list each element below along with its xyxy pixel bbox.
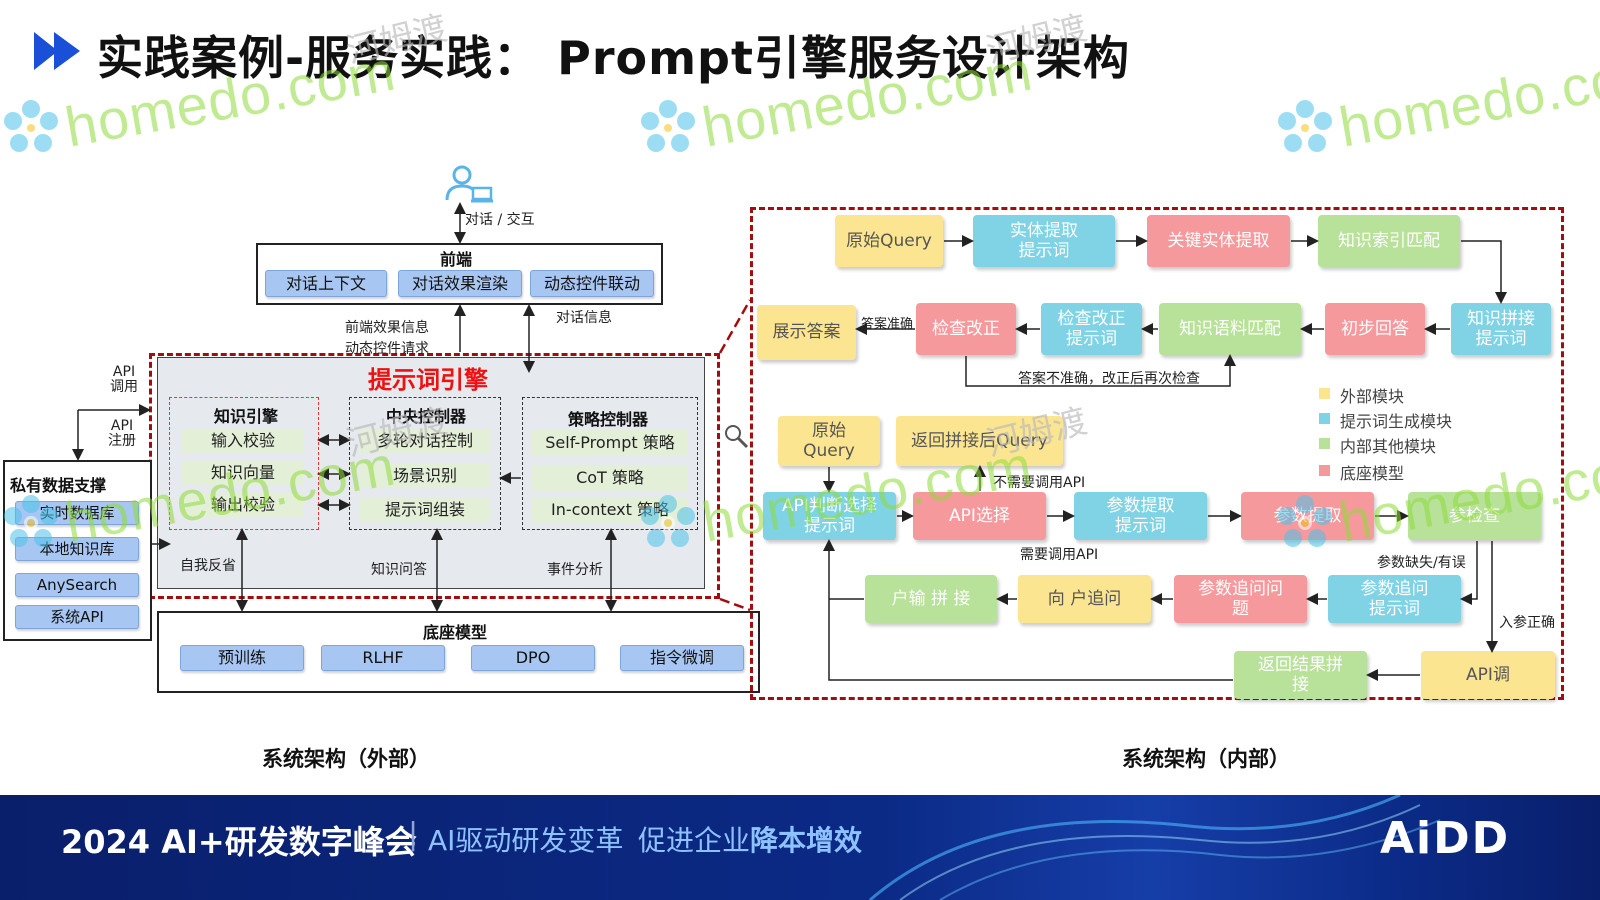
page-title: 实践案例-服务实践： Prompt引擎服务设计架构 <box>97 31 1130 85</box>
footer-banner: 2024 AI+研发数字峰会 | AI驱动研发变革 促进企业 降本增效 AiDD <box>0 795 1600 900</box>
flow-raw-query: 原始Query <box>835 215 943 267</box>
flow-param-check: 参检查 <box>1408 492 1541 540</box>
homedo-flower-icon <box>641 99 695 152</box>
magnifier-icon <box>725 425 749 449</box>
frontend-title: 前端 <box>440 250 473 269</box>
base-item-rlhf: RLHF <box>321 645 445 671</box>
flow-entity-prompt: 实体提取 提示词 <box>973 215 1115 267</box>
self-reflect-label: 自我反省 <box>180 558 236 574</box>
knowledge-item-output-check: 输出校验 <box>182 493 304 517</box>
dialog-info-label: 对话信息 <box>556 310 612 326</box>
strategy-item-self-prompt: Self-Prompt 策略 <box>532 430 688 456</box>
base-item-instruct-tune: 指令微调 <box>620 645 744 671</box>
flow-return-splice-query: 返回拼接后Query <box>896 416 1063 466</box>
private-item-system-api: 系统API <box>15 605 139 629</box>
footer-separator: | <box>408 817 419 852</box>
flow-return-result: 返回结果拼 接 <box>1234 651 1367 699</box>
private-data-title: 私有数据支撑 <box>10 476 107 495</box>
flow-key-entity-extract: 关键实体提取 <box>1147 215 1290 267</box>
knowledge-item-vector: 知识向量 <box>182 461 304 485</box>
knowledge-engine-title: 知识引擎 <box>214 407 279 426</box>
strategy-item-in-context: In-context 策略 <box>532 497 688 523</box>
footer-slogan-a: AI驱动研发变革 <box>428 824 624 857</box>
footer-logo: AiDD <box>1380 813 1511 864</box>
legend-swatch-internal <box>1319 438 1330 449</box>
central-controller-title: 中央控制器 <box>386 407 467 426</box>
flow-raw-query-2: 原始 Query <box>778 416 880 466</box>
flow-ask-user: 向 户追问 <box>1018 575 1151 623</box>
flow-api-judge-prompt: API判断选择 提示词 <box>763 492 896 540</box>
legend-external: 外部模块 <box>1340 387 1405 406</box>
central-item-scene: 场景识别 <box>360 464 490 488</box>
flow-corpus-match: 知识语料匹配 <box>1159 303 1301 355</box>
frontend-item-context: 对话上下文 <box>265 270 387 297</box>
answer-incorrect-label: 答案不准确，改正后再次检查 <box>1018 371 1200 387</box>
flow-check-fix: 检查改正 <box>916 303 1016 355</box>
watermark-2: homedo.com <box>637 39 1037 160</box>
play-arrow-icon <box>34 32 80 70</box>
base-item-dpo: DPO <box>471 645 595 671</box>
frontend-item-render: 对话效果渲染 <box>398 270 522 297</box>
param-missing-label: 参数缺失/有误 <box>1377 555 1466 571</box>
legend-swatch-external <box>1319 388 1330 399</box>
footer-slogan-b: 促进企业 <box>638 824 751 857</box>
left-caption: 系统架构（外部） <box>262 747 430 771</box>
strategy-item-cot: CoT 策略 <box>532 465 688 491</box>
flow-show-answer: 展示答案 <box>757 305 856 360</box>
flow-param-extract: 参数提取 <box>1241 492 1374 540</box>
base-item-pretrain: 预训练 <box>180 645 304 671</box>
legend-prompt-gen: 提示词生成模块 <box>1340 412 1453 431</box>
legend-swatch-base-model <box>1319 465 1330 476</box>
prompt-engine-title: 提示词引擎 <box>368 366 488 394</box>
flow-index-match: 知识索引匹配 <box>1318 215 1460 267</box>
strategy-controller-title: 策略控制器 <box>568 410 649 429</box>
flow-api-select: API选择 <box>913 492 1046 540</box>
right-caption: 系统架构（内部） <box>1122 747 1290 771</box>
knowledge-qa-label: 知识问答 <box>371 562 427 578</box>
flow-initial-answer: 初步回答 <box>1325 303 1425 355</box>
knowledge-item-input-check: 输入校验 <box>182 429 304 453</box>
flow-check-fix-prompt: 检查改正 提示词 <box>1041 303 1142 355</box>
user-computer-icon <box>445 165 493 203</box>
effect-info-label: 前端效果信息 <box>345 320 429 336</box>
footer-wave-decoration <box>869 795 1441 900</box>
legend-swatch-prompt-gen <box>1319 413 1330 424</box>
legend-internal: 内部其他模块 <box>1340 437 1437 456</box>
dialog-interaction-label: 对话 / 交互 <box>465 212 535 228</box>
private-item-local-kb: 本地知识库 <box>15 537 139 561</box>
homedo-flower-icon <box>4 99 58 152</box>
frontend-item-linkage: 动态控件联动 <box>530 270 654 297</box>
central-controller-box <box>349 397 501 530</box>
flow-user-input-splice: 户输 拼 接 <box>865 575 997 623</box>
legend-base-model: 底座模型 <box>1340 464 1405 483</box>
flow-param-ask-question: 参数追问问 题 <box>1174 575 1307 623</box>
footer-slogan-c: 降本增效 <box>750 824 863 857</box>
param-ok-label: 入参正确 <box>1499 615 1555 631</box>
footer-event-name: 2024 AI+研发数字峰会 <box>61 823 417 861</box>
central-item-multiturn: 多轮对话控制 <box>360 429 490 453</box>
private-item-anysearch: AnySearch <box>15 573 139 597</box>
flow-splice-prompt: 知识拼接 提示词 <box>1451 303 1551 355</box>
control-request-label: 动态控件请求 <box>345 341 429 357</box>
private-item-realtime-db: 实时数据库 <box>15 501 139 525</box>
flow-param-extract-prompt: 参数提取 提示词 <box>1074 492 1207 540</box>
central-item-assemble: 提示词组装 <box>360 498 490 522</box>
flow-param-ask-prompt: 参数追问 提示词 <box>1328 575 1461 623</box>
flow-api-call: API调 <box>1421 651 1555 699</box>
internal-architecture-box <box>750 207 1564 700</box>
watermark-3: homedo.com <box>1274 39 1600 160</box>
base-model-title: 底座模型 <box>423 623 488 642</box>
watermark-1: homedo.com <box>0 39 400 160</box>
need-api-label: 需要调用API <box>1020 547 1099 563</box>
answer-correct-label: 答案准确 <box>861 317 914 332</box>
homedo-flower-icon <box>1278 99 1332 152</box>
event-analysis-label: 事件分析 <box>547 562 603 578</box>
no-api-label: 不需要调用API <box>993 475 1086 491</box>
